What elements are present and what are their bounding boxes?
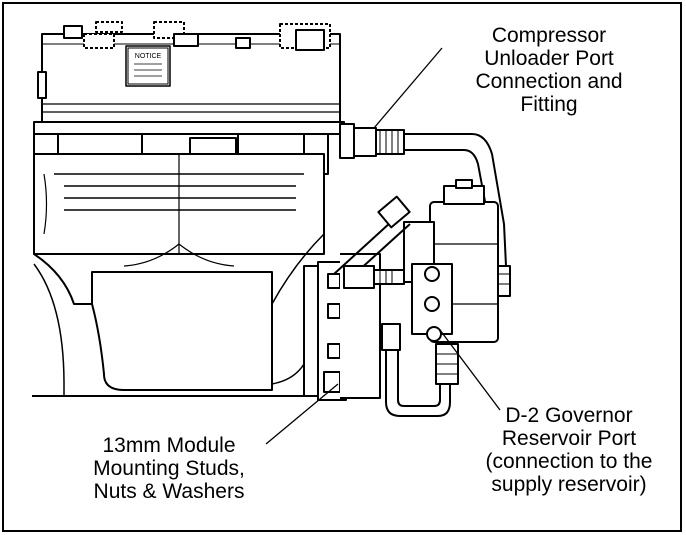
- leader-lines: [265, 47, 501, 445]
- unloader-fitting: [339, 123, 405, 159]
- callout-line: (connection to the: [485, 450, 653, 473]
- callout-line: Nuts & Washers: [93, 480, 245, 503]
- compressor-head: [37, 21, 341, 123]
- callout-governor-reservoir-port: D-2 Governor Reservoir Port (connection …: [464, 404, 674, 496]
- governor-pipe: [333, 195, 411, 283]
- callout-mounting-studs: 13mm Module Mounting Studs, Nuts & Washe…: [64, 434, 274, 503]
- callout-line: D-2 Governor: [505, 404, 633, 427]
- notice-plate-title: NOTICE: [135, 53, 162, 60]
- cylinder-body: [33, 153, 325, 305]
- callout-line: Connection and: [475, 70, 623, 93]
- governor: [403, 179, 499, 343]
- callout-line: Mounting Studs,: [93, 457, 245, 480]
- callout-line: 13mm Module: [102, 434, 236, 457]
- callout-line: Unloader Port: [484, 47, 614, 70]
- crankcase: [32, 253, 381, 401]
- callout-compressor-unloader-port: Compressor Unloader Port Connection and …: [444, 24, 654, 116]
- module-fitting: [343, 265, 405, 289]
- compressor-illustration: NOTICE: [32, 21, 511, 445]
- callout-line: Reservoir Port: [501, 427, 637, 450]
- callout-line: supply reservoir): [491, 473, 647, 496]
- notice-plate: NOTICE: [127, 47, 169, 85]
- callout-line: Compressor: [491, 24, 607, 47]
- reservoir-hoses: [381, 323, 459, 417]
- callout-line: Fitting: [520, 93, 578, 116]
